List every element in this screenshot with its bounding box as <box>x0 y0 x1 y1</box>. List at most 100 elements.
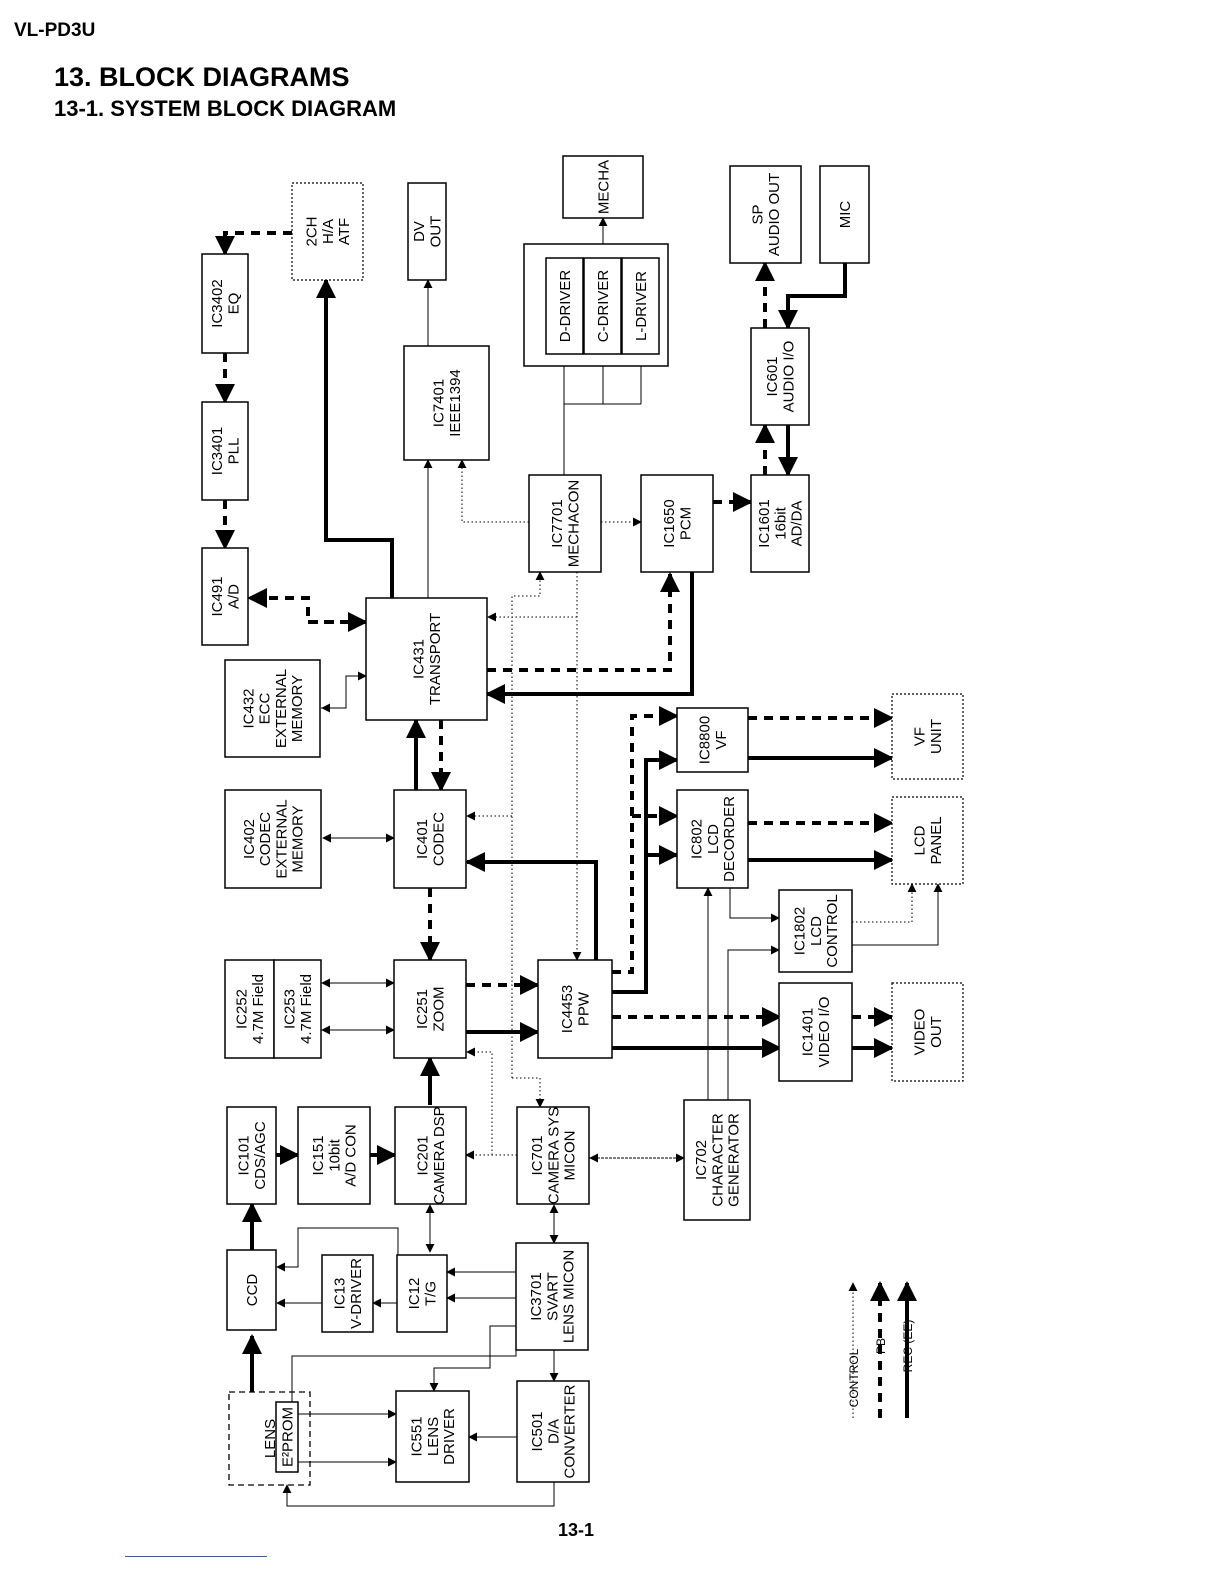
block-ic3402: IC3402EQ <box>201 253 249 354</box>
block-ic551-label: IC551LENSDRIVER <box>409 1408 458 1465</box>
block-ic802-line-1: LCD <box>705 824 722 854</box>
block-ic701-line-1: CAMERA SYS <box>545 1107 562 1205</box>
block-ic1650-frame <box>640 474 714 573</box>
wire-ic802-ic1802 <box>729 888 780 923</box>
block-ic402: IC402CODECEXTERNALMEMORY <box>224 789 322 889</box>
block-ic702-line-1: CHARACTER <box>709 1113 726 1207</box>
block-ic432-line-1: ECC <box>257 692 274 724</box>
block-lcdpanel-label: LCDPANEL <box>912 816 945 864</box>
block-ic551-line-2: DRIVER <box>441 1408 458 1465</box>
wire-ic3701-ic551 <box>429 1325 516 1392</box>
block-ic3401-frame <box>201 401 249 501</box>
block-vfunit: VFUNIT <box>891 693 964 780</box>
block-ic12: IC12T/G <box>396 1254 448 1333</box>
block-vfunit-frame <box>891 693 964 780</box>
block-ic7701: IC7701MECHACON <box>528 474 602 573</box>
block-ldrv: L-DRIVER <box>621 257 660 355</box>
block-ic402-line-1: CODEC <box>257 812 274 866</box>
block-ddrv-frame <box>545 257 584 355</box>
wire-ic431-atf <box>316 278 394 598</box>
block-ccd-frame <box>226 1249 277 1331</box>
block-ic251-frame <box>393 959 467 1059</box>
wire-ic1802-lcdpanel <box>852 883 943 946</box>
block-mic-label: MIC <box>837 201 854 229</box>
block-ic252-frame <box>224 959 275 1059</box>
block-ic702-line-2: GENERATOR <box>725 1113 742 1207</box>
block-ic802-line-2: DECORDER <box>721 796 738 882</box>
footer-rule <box>125 1556 267 1557</box>
block-ic253-line-0: IC253 <box>282 989 299 1029</box>
block-ic601-line-0: IC601 <box>764 356 781 396</box>
wire-ic431-ic491 <box>247 588 366 624</box>
block-ic251-line-1: ZOOM <box>430 987 447 1032</box>
block-vfunit-line-1: UNIT <box>928 719 945 754</box>
block-ic701: IC701CAMERA SYSMICON <box>516 1106 590 1205</box>
block-mecha: MECHA <box>562 155 644 219</box>
block-ic701-frame <box>516 1106 590 1205</box>
block-ic1601-frame <box>750 474 810 573</box>
block-ic3402-line-0: IC3402 <box>209 279 226 327</box>
block-ic431-frame <box>365 597 488 721</box>
block-ic702-frame <box>683 1099 751 1221</box>
block-ic601-line-1: AUDIO I/O <box>780 341 797 413</box>
block-ic3401-line-0: IC3401 <box>209 427 226 475</box>
block-ic8800-frame <box>676 707 749 773</box>
block-videoout-line-1: OUT <box>928 1016 945 1048</box>
block-atf-frame <box>291 182 364 281</box>
block-ic251: IC251ZOOM <box>393 959 467 1059</box>
block-ic151-line-2: A/D CON <box>342 1124 359 1187</box>
block-ic431: IC431TRANSPORT <box>365 597 488 721</box>
block-ic1802-label: IC1802LCDCONTROL <box>792 894 841 967</box>
wire-atf-ic3402 <box>215 231 292 256</box>
block-sp-frame <box>729 165 802 264</box>
block-ic251-line-0: IC251 <box>414 989 431 1029</box>
block-ic501-frame <box>516 1380 590 1483</box>
block-ic1601-line-2: AD/DA <box>788 501 805 547</box>
block-mic-frame <box>819 165 870 264</box>
block-ic12-line-1: T/G <box>422 1281 439 1306</box>
block-ic3402-line-1: EQ <box>225 293 242 315</box>
block-ic7701-label: IC7701MECHACON <box>549 480 582 568</box>
ctrl-ic1802-lcdpanel <box>852 883 917 923</box>
block-mecha-frame <box>562 155 644 219</box>
wire-ic1650-ic431 <box>485 572 694 704</box>
block-ic491-line-1: A/D <box>225 584 242 609</box>
block-ic401-line-1: CODEC <box>430 812 447 866</box>
block-ic8800-line-1: VF <box>713 730 730 749</box>
block-ldrv-line-0: L-DRIVER <box>633 271 650 341</box>
block-ic201-line-0: IC201 <box>415 1135 432 1175</box>
block-eprom-line-0: E²PROM <box>279 1407 296 1467</box>
block-ic3402-frame <box>201 253 249 354</box>
block-ic501-line-2: CONVERTER <box>561 1384 578 1478</box>
block-lens-line-0: LENS <box>262 1419 279 1458</box>
block-ic12-label: IC12T/G <box>406 1278 439 1310</box>
block-ic13-line-0: IC13 <box>332 1278 349 1310</box>
wire-ic7701-drivers <box>563 403 641 475</box>
block-ic3402-label: IC3402EQ <box>209 279 242 327</box>
block-cdrv-frame <box>583 257 622 355</box>
block-sp: SPAUDIO OUT <box>729 165 802 264</box>
block-ic3401: IC3401PLL <box>201 401 249 501</box>
block-mic: MIC <box>819 165 870 264</box>
block-ic4453-line-0: IC4453 <box>559 985 576 1033</box>
block-ic1601-label: IC160116bitAD/DA <box>756 499 805 547</box>
block-ic151-line-0: IC151 <box>310 1135 327 1175</box>
block-vfunit-label: VFUNIT <box>912 719 945 754</box>
block-ic501: IC501D/ACONVERTER <box>516 1380 590 1483</box>
block-ic151-label: IC15110bitA/D CON <box>310 1124 359 1187</box>
block-ic4453: IC4453PPW <box>537 959 613 1059</box>
block-ic3401-label: IC3401PLL <box>209 427 242 475</box>
block-ic402-line-2: EXTERNAL <box>273 799 290 878</box>
wire-ic431-ic1650 <box>487 572 680 672</box>
block-atf-line-1: H/A <box>320 219 337 244</box>
block-lcdpanel-line-1: PANEL <box>928 816 945 864</box>
block-ic702-label: IC702CHARACTERGENERATOR <box>693 1113 742 1207</box>
block-lens: LENS <box>228 1391 311 1486</box>
block-ic253-line-1: 4.7M Field <box>298 974 315 1044</box>
legend-rec-label: REC (EE) <box>901 1320 915 1373</box>
block-ic701-label: IC701CAMERA SYSMICON <box>529 1107 578 1205</box>
blocks-layer: IC3402EQ2CHH/AATFDVOUTMECHAIC1702D-DRIVE… <box>201 155 964 1486</box>
block-ldrv-frame <box>621 257 660 355</box>
block-atf-line-2: ATF <box>336 218 353 245</box>
